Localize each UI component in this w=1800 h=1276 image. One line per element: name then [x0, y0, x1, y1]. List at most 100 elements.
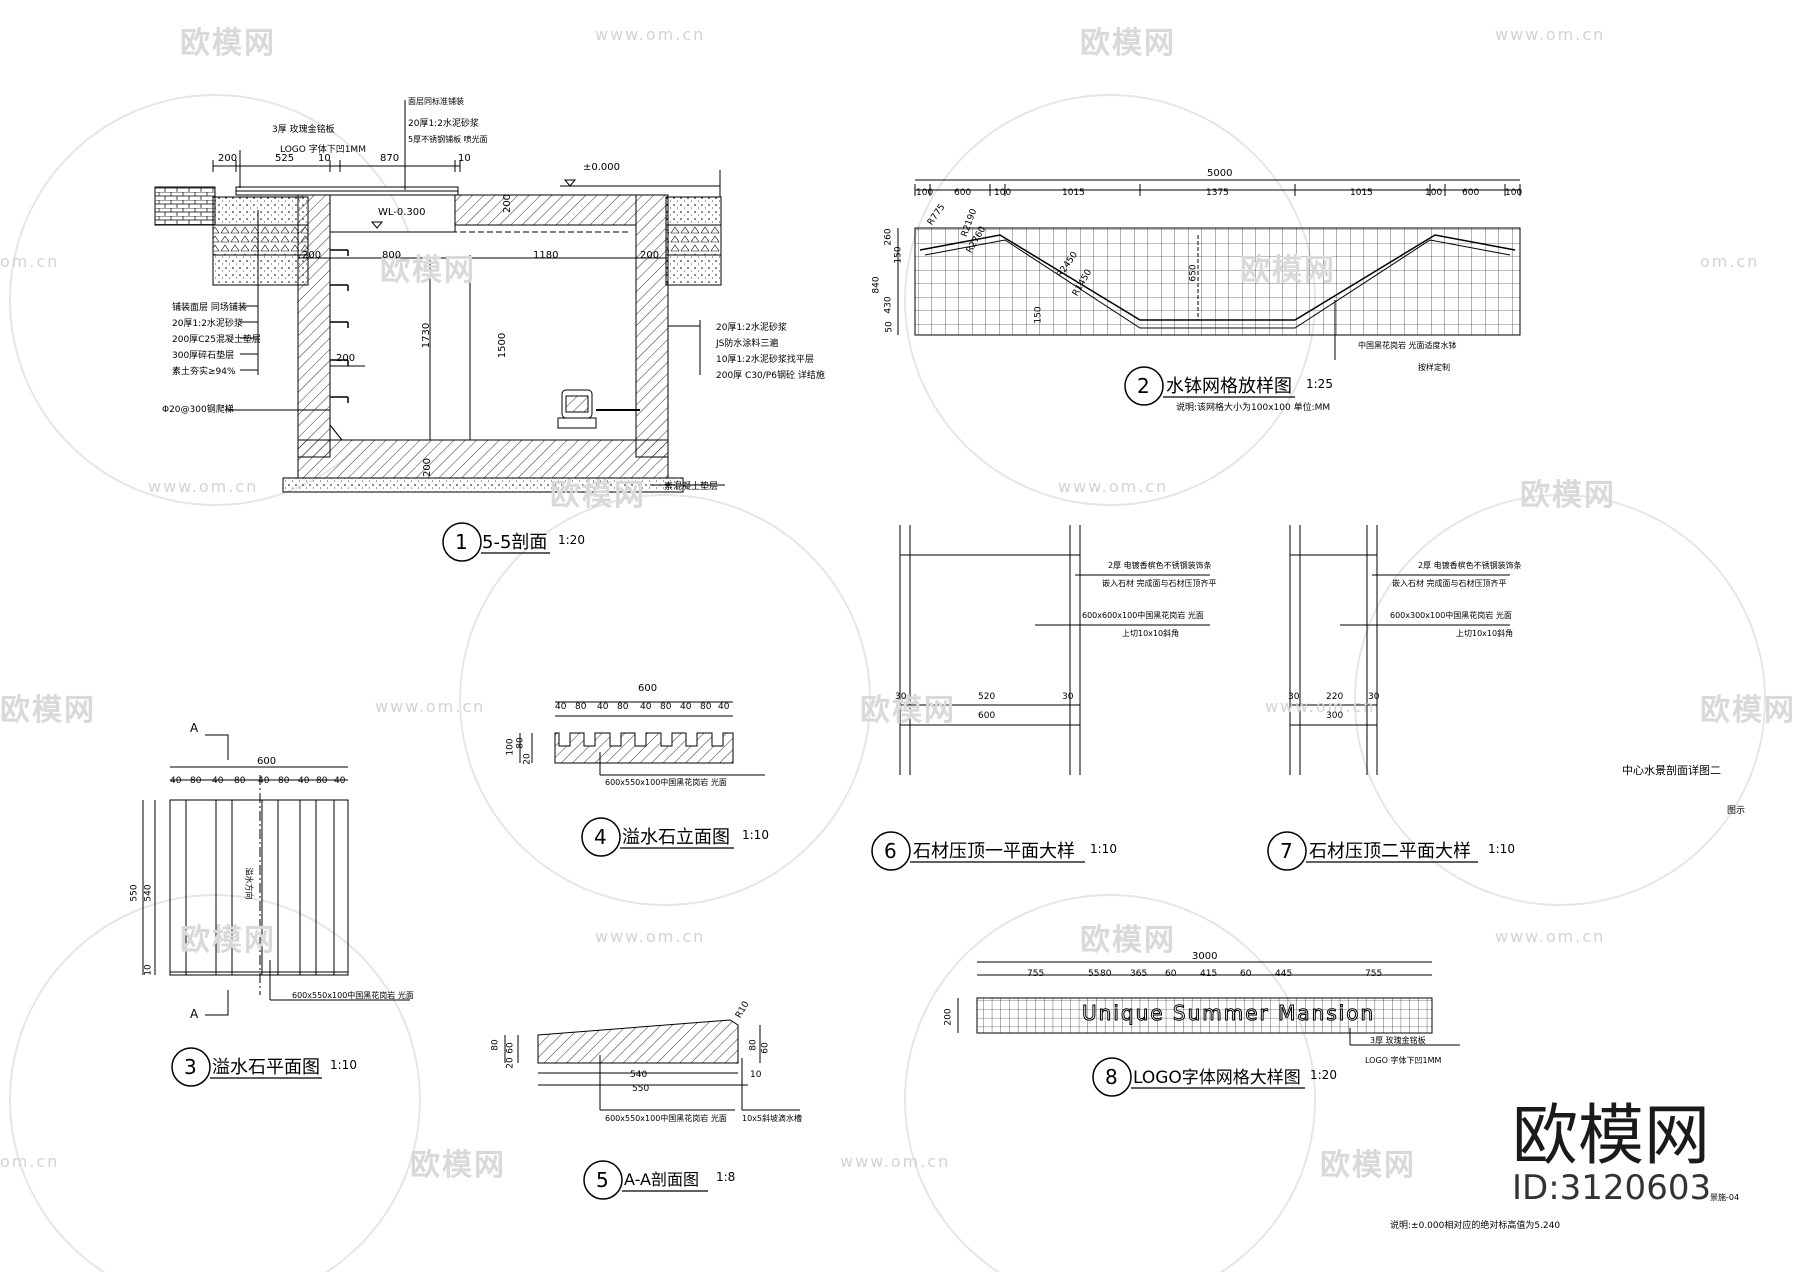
d4-dim: 80 — [515, 737, 526, 749]
d5-callout: 10x5斜坡滴水槽 — [742, 1114, 803, 1123]
d3-section-mark: A — [190, 721, 199, 735]
watermark-url: om.cn — [1700, 252, 1760, 271]
d5-dim: 20 — [505, 1057, 516, 1069]
d2-dim: 600 — [1462, 188, 1480, 198]
d7-dim: 300 — [1326, 711, 1344, 721]
d4-dim: 40 — [680, 702, 692, 712]
detail-number: 5 — [596, 1168, 609, 1192]
d8-dim: 55 — [1088, 969, 1100, 979]
d4-dim: 40 — [555, 702, 567, 712]
d8-logo-text: Unique Summer Mansion — [1081, 1001, 1376, 1026]
watermark-url: om.cn — [0, 1152, 60, 1171]
d2-dim: 100 — [916, 188, 934, 198]
d4-callout: 600x550x100中国黑花岗岩 光面 — [605, 778, 727, 787]
d2-dim: 650 — [1188, 264, 1199, 282]
detail-4-elevation-drawing — [519, 701, 765, 776]
detail-scale: 1:20 — [558, 533, 585, 547]
d1-dim: 1730 — [421, 322, 433, 349]
d5-dim: 10 — [750, 1070, 762, 1080]
d1-dim: 525 — [275, 153, 295, 164]
d3-dim: 540 — [143, 884, 154, 902]
detail-title: A-A剖面图 — [624, 1170, 699, 1189]
brand-logo: 欧模网 — [1512, 1097, 1710, 1174]
d4-dim: 80 — [575, 702, 587, 712]
d7-dim: 30 — [1368, 692, 1380, 702]
d1-wall-label: 10厚1:2水泥砂浆找平层 — [716, 355, 814, 365]
d1-level: ±0.000 — [583, 162, 621, 173]
detail-title: LOGO字体网格大样图 — [1133, 1068, 1301, 1088]
detail-title: 溢水石平面图 — [212, 1057, 320, 1078]
d1-dim: 10 — [458, 153, 471, 164]
d1-dim: 200 — [302, 250, 322, 261]
detail-number: 7 — [1280, 839, 1293, 863]
d4-dim: 40 — [597, 702, 609, 712]
detail-scale: 1:10 — [330, 1058, 357, 1072]
d3-callout: 600x550x100中国黑花岗岩 光面 — [292, 991, 414, 1000]
d8-dim: 415 — [1200, 969, 1218, 979]
detail-title: 石材压顶二平面大样 — [1309, 841, 1471, 862]
detail-scale: 1:20 — [1310, 1068, 1337, 1082]
d1-dim: 200 — [422, 457, 434, 478]
d1-dim: 870 — [380, 153, 400, 164]
d1-wall-label: JS防水涂料三遍 — [716, 339, 779, 349]
watermark-url: www.om.cn — [595, 25, 706, 44]
d1-dim: 200 — [218, 153, 238, 164]
watermark-arcs — [9, 94, 1766, 1276]
detail-2-grid-drawing — [897, 179, 1521, 360]
d4-dim: 40 — [718, 702, 730, 712]
d1-rebar-label: Φ20@300钢爬梯 — [162, 405, 234, 415]
d2-dim: 430 — [883, 296, 894, 314]
watermark-text: 欧模网 — [550, 478, 646, 513]
watermark-text: 欧模网 — [860, 693, 956, 728]
detail-8-grid-drawing — [957, 961, 1460, 1046]
detail-scale: 1:25 — [1306, 377, 1333, 391]
detail-number-circles — [171, 366, 1307, 1200]
watermark-text: 欧模网 — [180, 26, 276, 61]
d3-dim: 40 — [212, 776, 224, 786]
d1-dim: 200 — [640, 250, 660, 261]
d3-dim: 10 — [143, 964, 154, 976]
d5-dim: 550 — [632, 1084, 650, 1094]
d8-dim-total: 3000 — [1192, 951, 1218, 962]
d7-callout: 上切10x10斜角 — [1456, 629, 1514, 638]
d1-dim: 200 — [336, 353, 356, 364]
detail-scale: 1:10 — [1488, 842, 1515, 856]
watermark-url: www.om.cn — [840, 1152, 951, 1171]
d2-dim: 150 — [1033, 306, 1044, 324]
d6-dim: 600 — [978, 711, 996, 721]
d1-top-label: 20厚1:2水泥砂浆 — [408, 119, 479, 129]
d1-top-label: 5厚不锈钢铺板 喷光面 — [408, 135, 488, 144]
d6-callout: 2厚 电镀香槟色不锈钢装饰条 — [1108, 561, 1212, 570]
d1-base-label: 素混凝土垫层 — [664, 482, 719, 492]
d5-dim: 80 — [748, 1039, 759, 1051]
d3-dim: 40 — [170, 776, 182, 786]
watermark-url: www.om.cn — [1058, 477, 1169, 496]
d7-dim: 220 — [1326, 692, 1344, 702]
detail-scale: 1:10 — [742, 828, 769, 842]
title-underlines — [210, 396, 1478, 1192]
detail-number: 2 — [1137, 374, 1150, 398]
d3-dim: 40 — [258, 776, 270, 786]
d3-section-mark: A — [190, 1007, 199, 1021]
d7-dim: 30 — [1288, 692, 1300, 702]
detail-title: 石材压顶一平面大样 — [913, 841, 1075, 862]
watermark-text: 欧模网 — [1240, 253, 1336, 288]
d5-callout: 600x550x100中国黑花岗岩 光面 — [605, 1114, 727, 1123]
d1-water-level: WL-0.300 — [378, 207, 426, 218]
d8-dim: 365 — [1130, 969, 1148, 979]
d4-dim-total: 600 — [638, 683, 658, 694]
brand-id: ID:3120603 — [1512, 1168, 1712, 1208]
d2-dim: 1015 — [1350, 188, 1373, 198]
d2-dim-total: 5000 — [1207, 168, 1233, 179]
d3-dim: 80 — [190, 776, 202, 786]
d1-top-label: 面层同标准铺装 — [408, 97, 464, 106]
d3-inner-label: 溢水方向 — [244, 867, 254, 900]
watermark-text: 欧模网 — [1520, 478, 1616, 513]
d2-dim: 840 — [871, 276, 882, 294]
d6-dim: 30 — [895, 692, 907, 702]
d1-wall-label: 200厚 C30/P6钢砼 详结施 — [716, 371, 825, 381]
detail-number: 4 — [594, 825, 607, 849]
d4-dim: 100 — [505, 738, 516, 756]
